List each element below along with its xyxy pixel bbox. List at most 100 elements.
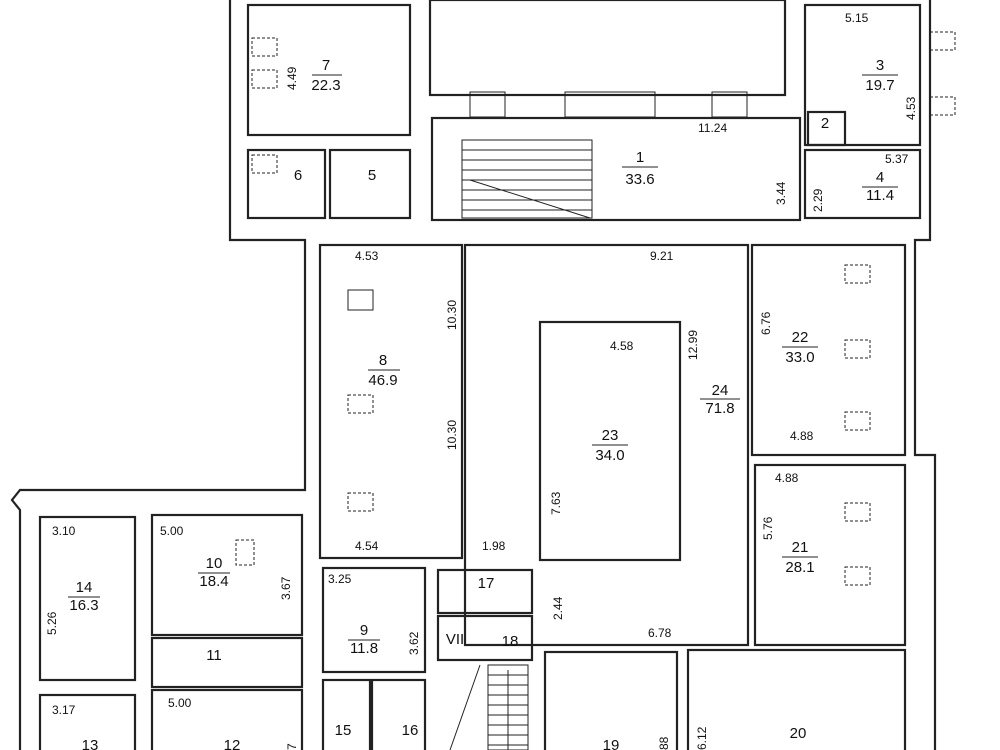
- dimensions: 4.49 5.15 4.53 11.24 3.44 5.37 2.29 4.53…: [45, 11, 918, 750]
- room-11-number: 11: [206, 647, 222, 664]
- room-14-number: 14: [76, 579, 93, 596]
- room-7: [246, 3, 412, 137]
- room-19-number: 19: [603, 737, 620, 750]
- room-23: [538, 320, 682, 562]
- room-22: [750, 243, 907, 457]
- room-6: [246, 148, 327, 220]
- room-15: [321, 678, 372, 750]
- room-12-number: 12: [224, 737, 241, 750]
- dim: 9.21: [650, 249, 674, 263]
- room-16: [370, 678, 427, 750]
- room-6-number: 6: [294, 167, 302, 184]
- dim: 3.10: [52, 524, 76, 538]
- dim: 7: [285, 743, 299, 750]
- room-1-area: 33.6: [625, 171, 654, 188]
- dim: 4.54: [355, 539, 379, 553]
- room-23-area: 34.0: [595, 447, 624, 464]
- dim: 12.99: [686, 330, 700, 360]
- dim: 5.15: [845, 11, 869, 25]
- room-15-number: 15: [335, 722, 352, 739]
- room-24: [463, 243, 750, 647]
- room-13-number: 13: [82, 737, 99, 750]
- dim: 3.67: [279, 576, 293, 600]
- room-7-number: 7: [322, 57, 330, 74]
- dim: 4.53: [355, 249, 379, 263]
- room-24-area: 71.8: [705, 400, 734, 417]
- room-22-number: 22: [792, 329, 809, 346]
- fixtures: [235, 31, 956, 586]
- room-24-number: 24: [712, 382, 729, 399]
- room-21-area: 28.1: [785, 559, 814, 576]
- dim: 6.78: [648, 626, 672, 640]
- room-4: [803, 148, 922, 220]
- room-9: [321, 566, 427, 674]
- dim: 7.63: [549, 491, 563, 515]
- room-7-area: 22.3: [311, 77, 340, 94]
- dim: 6.12: [695, 726, 709, 750]
- room-20-number: 20: [790, 725, 807, 742]
- room-2-number: 2: [821, 115, 829, 132]
- room-13: [38, 693, 137, 750]
- room-4-number: 4: [876, 169, 884, 186]
- room-16-number: 16: [402, 722, 419, 739]
- stairs: [449, 91, 748, 750]
- room-10-area: 18.4: [199, 573, 228, 590]
- dim: 88: [657, 736, 671, 750]
- room-4-area: 11.4: [866, 187, 894, 204]
- room-18: [436, 614, 534, 662]
- room-8: [318, 243, 464, 560]
- dim: 3.62: [407, 631, 421, 655]
- room-3-area: 19.7: [865, 77, 894, 94]
- dim: 4.53: [904, 96, 918, 120]
- room-17-number: 17: [478, 575, 495, 592]
- room-8-area: 46.9: [368, 372, 397, 389]
- dim: 5.00: [160, 524, 184, 538]
- walls: [10, 0, 937, 750]
- room-17: [436, 568, 534, 615]
- dim: 6.76: [759, 311, 773, 335]
- room-9-area: 11.8: [350, 640, 378, 657]
- dim: 4.58: [610, 339, 634, 353]
- dim: 4.49: [285, 66, 299, 90]
- dim: 3.25: [328, 572, 352, 586]
- dim: 3.44: [774, 181, 788, 205]
- dim: 1.98: [482, 539, 506, 553]
- room-20: [686, 648, 907, 750]
- room-5: [328, 148, 412, 220]
- dim: 5.37: [885, 152, 909, 166]
- room-9-number: 9: [360, 622, 368, 639]
- room-1-number: 1: [636, 149, 644, 166]
- upper-hall: [428, 0, 787, 97]
- room-11: [150, 636, 304, 689]
- room-labels: 7 22.3 6 5 1 33.6 2 3 19.7 4 11.4 8 46.9…: [69, 57, 894, 750]
- area-fraction-bars: [68, 74, 898, 641]
- room-2: [806, 110, 847, 147]
- dim: 5.26: [45, 611, 59, 635]
- dim: 11.24: [698, 121, 727, 135]
- room-14-area: 16.3: [69, 597, 98, 614]
- dim: 10.30: [445, 420, 459, 450]
- room-19: [543, 650, 679, 750]
- room-10: [150, 513, 304, 637]
- dim: 2.44: [551, 596, 565, 620]
- room-21: [753, 463, 907, 647]
- dim: 5.00: [168, 696, 192, 710]
- room-3: [803, 3, 922, 147]
- dim: 5.76: [761, 516, 775, 540]
- dim: 10.30: [445, 300, 459, 330]
- room-18-number: 18: [502, 633, 519, 650]
- room-3-number: 3: [876, 57, 884, 74]
- room-21-number: 21: [792, 539, 809, 556]
- room-5-number: 5: [368, 167, 376, 184]
- dim: 2.29: [811, 188, 825, 212]
- room-14: [38, 515, 137, 682]
- room-8-number: 8: [379, 352, 387, 369]
- room-1: [430, 116, 802, 222]
- room-10-number: 10: [206, 555, 223, 572]
- dim: 3.17: [52, 703, 76, 717]
- dim: 4.88: [790, 429, 814, 443]
- stair-label: VII: [446, 631, 464, 648]
- dim: 4.88: [775, 471, 799, 485]
- room-23-number: 23: [602, 427, 619, 444]
